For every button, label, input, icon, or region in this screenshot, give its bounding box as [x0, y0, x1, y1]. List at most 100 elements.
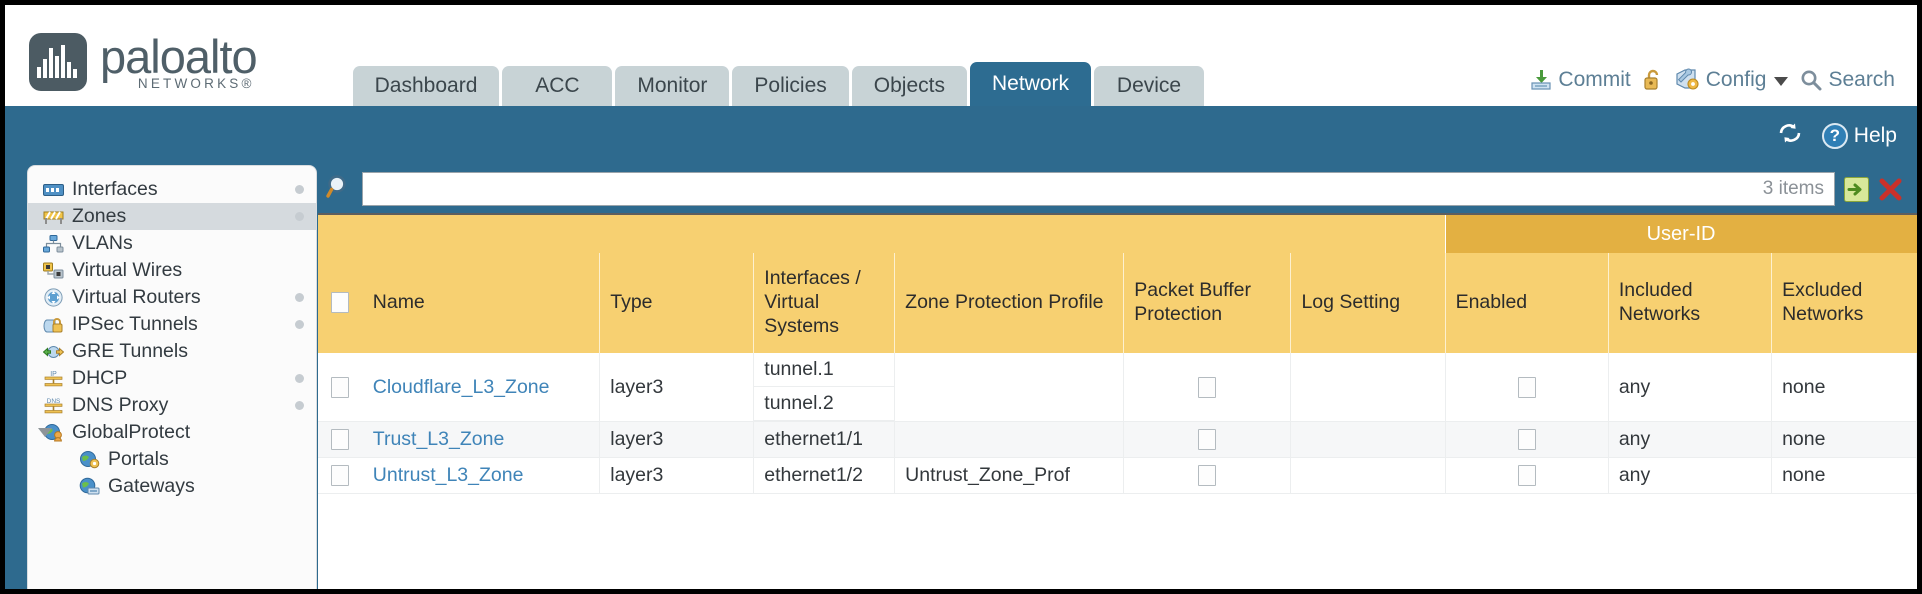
unlocked-padlock-icon — [1642, 68, 1664, 92]
cell-name[interactable]: Untrust_L3_Zone — [362, 457, 601, 494]
cell-userid-enabled[interactable] — [1445, 457, 1609, 494]
sidebar-item-virtual-routers[interactable]: Virtual Routers — [28, 284, 316, 311]
global-search-button[interactable]: Search — [1799, 68, 1895, 92]
config-lock-button[interactable] — [1642, 68, 1664, 92]
group-header-spacer — [318, 215, 1446, 253]
tab-policies[interactable]: Policies — [732, 66, 849, 106]
config-label: Config — [1705, 68, 1767, 91]
row-select-cell[interactable] — [318, 457, 363, 494]
cell-userid-enabled[interactable] — [1445, 353, 1609, 422]
select-all-checkbox[interactable] — [331, 292, 350, 314]
cell-interfaces: ethernet1/2 — [753, 457, 896, 494]
row-checkbox[interactable] — [331, 376, 350, 398]
zone-name-link[interactable]: Cloudflare_L3_Zone — [372, 375, 550, 398]
sidebar-item-interfaces[interactable]: Interfaces — [28, 176, 316, 203]
select-all-header[interactable] — [318, 253, 363, 353]
sidebar-item-gre-tunnels[interactable]: GRE Tunnels — [28, 338, 316, 365]
brand-logo: paloalto NETWORKS® — [29, 33, 258, 93]
sidebar-item-virtual-wires[interactable]: Virtual Wires — [28, 257, 316, 284]
search-input[interactable] — [373, 178, 1755, 200]
tab-acc[interactable]: ACC — [502, 66, 613, 106]
cell-zone-protection-profile — [894, 421, 1125, 458]
dns-proxy-icon: DNS — [42, 396, 64, 415]
sub-header-band: ? Help — [5, 106, 1917, 165]
cell-packet-buffer-protection[interactable] — [1123, 421, 1292, 458]
cell-name[interactable]: Cloudflare_L3_Zone — [362, 353, 601, 422]
dhcp-icon: IP — [42, 369, 64, 388]
portals-icon — [78, 450, 100, 469]
sidebar-item-dhcp[interactable]: IP DHCP — [28, 365, 316, 392]
tab-objects[interactable]: Objects — [851, 66, 967, 106]
cell-type: layer3 — [599, 421, 755, 458]
column-header-type[interactable]: Type — [599, 253, 755, 353]
column-header-packet-buffer-protection[interactable]: Packet Buffer Protection — [1123, 253, 1292, 353]
commit-label: Commit — [1558, 68, 1631, 91]
sidebar-label: DHCP — [72, 366, 128, 389]
column-header-interfaces[interactable]: Interfaces / Virtual Systems — [753, 253, 896, 353]
cell-packet-buffer-protection[interactable] — [1123, 457, 1292, 494]
packet-buffer-protection-checkbox[interactable] — [1198, 376, 1217, 398]
tab-dashboard[interactable]: Dashboard — [352, 66, 500, 106]
cell-name[interactable]: Trust_L3_Zone — [362, 421, 601, 458]
userid-enabled-checkbox[interactable] — [1517, 429, 1536, 451]
userid-enabled-checkbox[interactable] — [1517, 465, 1536, 487]
row-checkbox[interactable] — [331, 465, 350, 487]
table-row[interactable]: Untrust_L3_Zone layer3 ethernet1/2 Untru… — [318, 457, 1917, 494]
ipsec-tunnels-icon — [42, 315, 64, 334]
apply-filter-button[interactable] — [1843, 176, 1869, 202]
packet-buffer-protection-checkbox[interactable] — [1198, 465, 1217, 487]
cell-packet-buffer-protection[interactable] — [1123, 353, 1292, 422]
sidebar-item-zones[interactable]: Zones — [28, 203, 316, 230]
cell-zone-protection-profile: Untrust_Zone_Prof — [894, 457, 1125, 494]
search-field-wrapper[interactable]: 3 items — [362, 172, 1835, 206]
sidebar-label: Zones — [72, 204, 127, 227]
column-header-included-networks[interactable]: Included Networks — [1608, 253, 1773, 353]
virtual-wires-icon — [42, 261, 64, 280]
app-header: paloalto NETWORKS® Dashboard ACC Monitor… — [5, 5, 1917, 106]
zones-icon — [42, 207, 64, 226]
row-select-cell[interactable] — [318, 421, 363, 458]
column-header-zone-protection-profile[interactable]: Zone Protection Profile — [894, 253, 1125, 353]
commit-button[interactable]: Commit — [1529, 68, 1631, 92]
tab-monitor[interactable]: Monitor — [615, 66, 730, 106]
zone-name-link[interactable]: Trust_L3_Zone — [372, 428, 505, 450]
help-button[interactable]: ? Help — [1821, 122, 1897, 149]
userid-enabled-checkbox[interactable] — [1517, 376, 1536, 398]
chevron-down-icon[interactable] — [1774, 77, 1789, 86]
tab-network[interactable]: Network — [969, 62, 1092, 106]
table-row[interactable]: Trust_L3_Zone layer3 ethernet1/1 any — [318, 421, 1917, 458]
brand-tagline: NETWORKS® — [137, 75, 255, 91]
sidebar-item-globalprotect[interactable]: GlobalProtect — [28, 419, 316, 446]
sidebar-item-gateways[interactable]: Gateways — [28, 473, 316, 500]
cell-userid-enabled[interactable] — [1445, 421, 1609, 458]
column-header-name[interactable]: Name — [362, 253, 601, 353]
sidebar-item-ipsec-tunnels[interactable]: IPSec Tunnels — [28, 311, 316, 338]
network-sidebar: Interfaces Zones — [27, 165, 317, 589]
sidebar-item-portals[interactable]: Portals — [28, 446, 316, 473]
vlans-icon — [42, 234, 64, 253]
packet-buffer-protection-checkbox[interactable] — [1198, 429, 1217, 451]
column-header-log-setting[interactable]: Log Setting — [1290, 253, 1446, 353]
status-dot — [295, 293, 304, 302]
clear-filter-button[interactable] — [1877, 176, 1903, 202]
row-select-cell[interactable] — [318, 353, 363, 422]
status-dot — [295, 374, 304, 383]
tab-device[interactable]: Device — [1094, 66, 1205, 106]
column-header-excluded-networks[interactable]: Excluded Networks — [1771, 253, 1917, 353]
sidebar-label: GRE Tunnels — [72, 339, 188, 362]
expand-arrow-icon[interactable] — [38, 428, 52, 437]
config-menu-button[interactable]: Config — [1675, 68, 1789, 92]
header-toolbar: Commit — [1529, 68, 1895, 92]
row-checkbox[interactable] — [331, 429, 350, 451]
search-icon[interactable] — [324, 172, 354, 207]
sidebar-label: GlobalProtect — [72, 420, 191, 443]
cell-included-networks: any — [1608, 421, 1773, 458]
sidebar-item-vlans[interactable]: VLANs — [28, 230, 316, 257]
column-header-enabled[interactable]: Enabled — [1445, 253, 1609, 353]
wrench-gear-icon — [1675, 68, 1701, 92]
sidebar-item-dns-proxy[interactable]: DNS DNS Proxy — [28, 392, 316, 419]
refresh-icon[interactable] — [1776, 121, 1804, 151]
zone-name-link[interactable]: Untrust_L3_Zone — [372, 464, 524, 486]
virtual-routers-icon — [42, 288, 64, 307]
magnifier-icon — [1799, 68, 1823, 92]
